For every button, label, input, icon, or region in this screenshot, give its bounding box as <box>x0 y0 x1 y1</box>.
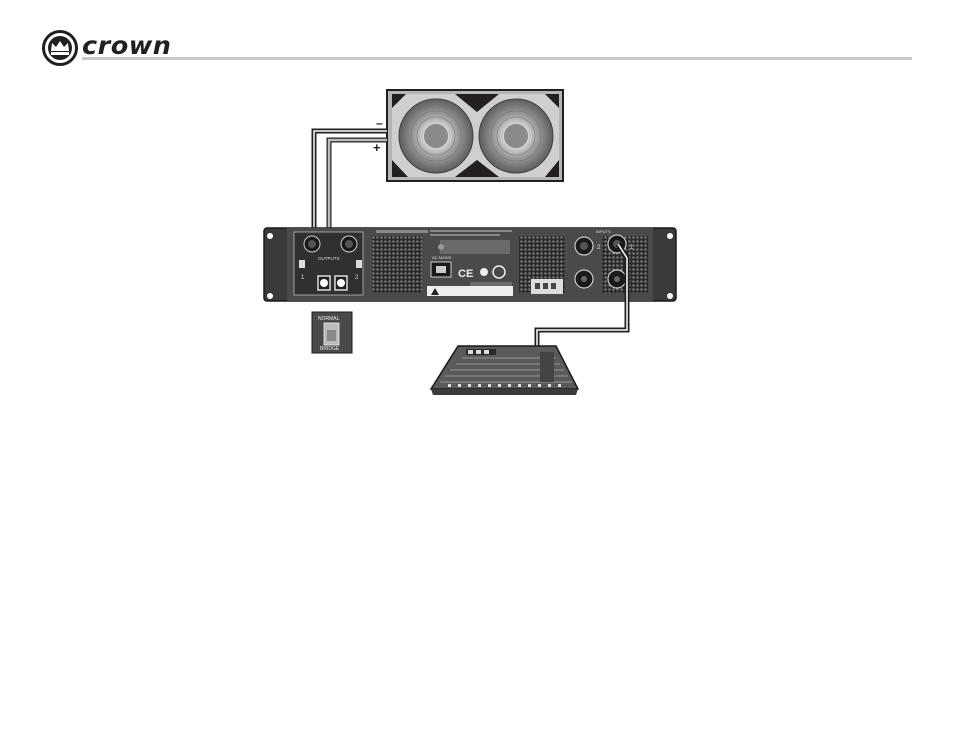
mode-switch-normal-label: NORMAL <box>318 316 340 322</box>
output-section: OUTPUTS 1 2 <box>294 232 363 295</box>
mode-switch: NORMAL BRIDGE <box>312 312 352 353</box>
plus-terminal-label: + <box>373 140 381 155</box>
woofer-right <box>479 99 553 173</box>
ce-mark: CE <box>458 268 473 280</box>
amplifier-rear-panel: OUTPUTS 1 2 AC MAINS CE <box>264 228 676 301</box>
vent-grill-left <box>372 236 422 293</box>
output-label: OUTPUTS <box>318 256 340 261</box>
minus-terminal-label: – <box>376 116 383 130</box>
mixer-console <box>431 346 578 395</box>
speaker-cabinet <box>387 90 563 181</box>
inputs-label: INPUTS <box>596 229 611 234</box>
mode-switch-bridge-label: BRIDGE <box>320 346 340 352</box>
ac-mains-label: AC MAINS <box>432 255 452 260</box>
woofer-left <box>399 99 473 173</box>
